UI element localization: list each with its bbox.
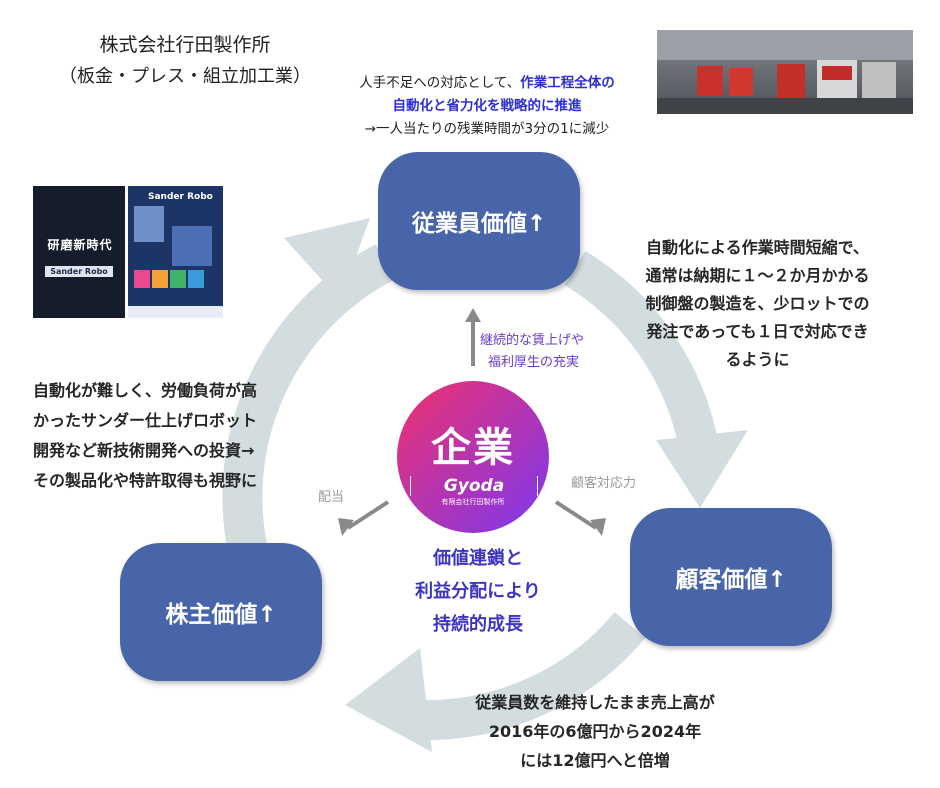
top-line3: →一人当たりの残業時間が3分の1に減少 [364,121,610,137]
up-arrow-label-2: 福利厚生の充実 [488,355,580,370]
center-caption-line-3: 持続的成長 [433,614,523,635]
brochure-title: 研磨新時代 [47,238,113,252]
right-line-1: 自動化による作業時間短縮で、 [646,238,869,257]
company-title: 企業 [431,425,515,471]
brochure-image-2: Sander Robo [128,186,223,318]
bottom-line-1: 従業員数を維持したまま売上高が [475,693,715,712]
company-logo: Gyoda [410,476,538,496]
company-subtitle: （板金・プレス・組立加工業） [59,66,311,87]
left-line-1: 自動化が難しく、労働負荷が高 [33,381,258,400]
right-arrow-label: 顧客対応力 [571,476,637,491]
right-line-3: 制御盤の製造を、少ロットでの [645,294,870,313]
bottom-line-3: には12億円へと倍増 [520,751,670,770]
customer-value-node: 顧客価値↑ [630,508,832,646]
up-arrow-label: 継続的な賃上げや 福利厚生の充実 [480,330,610,374]
arrow-right [554,500,598,530]
factory-photo [657,30,913,114]
left-arrow-label: 配当 [318,490,345,505]
cycle-arrowhead-bottom [345,648,432,752]
left-line-3: 開発など新技術開発への投資→ [33,441,255,460]
arrow-right-head [590,518,606,536]
right-description: 自動化による作業時間短縮で、 通常は納期に１～２か月かかる 制御盤の製造を、少ロ… [610,234,905,374]
right-line-2: 通常は納期に１～２か月かかる [645,266,870,285]
arrow-left-head [338,518,354,536]
company-circle [397,381,549,533]
center-caption: 価値連鎖と 利益分配により 持続的成長 [368,542,588,641]
brochure-image-1: 研磨新時代 Sander Robo [33,186,125,318]
arrow-left [346,500,390,530]
left-line-4: その製品化や特許取得も視野に [33,471,258,490]
brochure-product: Sander Robo [45,266,113,277]
center-caption-line-1: 価値連鎖と [433,548,523,569]
brochure-graphic [128,206,223,318]
top-line2-highlight: 自動化と省力化を戦略的に推進 [392,98,582,114]
employee-value-node: 従業員価値↑ [378,152,580,290]
bottom-line-2: 2016年の6億円から2024年 [488,722,702,741]
right-line-4: 発注であっても１日で対応でき [646,322,869,341]
cycle-ring-bottom [419,611,646,741]
top-line1-normal: 人手不足への対応として、 [359,75,521,91]
right-line-5: るように [725,350,790,369]
brochure-product-2: Sander Robo [148,192,213,202]
arrow-up-head [465,308,481,322]
shareholder-value-node: 株主価値↑ [120,543,322,681]
left-description: 自動化が難しく、労働負荷が高 かったサンダー仕上げロボット 開発など新技術開発へ… [33,376,333,496]
up-arrow-label-1: 継続的な賃上げや [480,333,585,348]
cycle-arrowhead-right [656,430,748,508]
top-line1-highlight: 作業工程全体の [520,75,615,91]
factory-image [657,30,913,114]
company-logo-sub: 有限会社行田製作所 [441,498,505,506]
company-name: 株式会社行田製作所 [99,34,271,56]
center-caption-line-2: 利益分配により [415,581,541,602]
top-description: 人手不足への対応として、作業工程全体の 自動化と省力化を戦略的に推進 →一人当た… [322,72,652,141]
cycle-arrowhead-top [284,218,370,300]
left-line-2: かったサンダー仕上げロボット [33,411,258,430]
bottom-description: 従業員数を維持したまま売上高が 2016年の6億円から2024年 には12億円へ… [430,688,760,775]
